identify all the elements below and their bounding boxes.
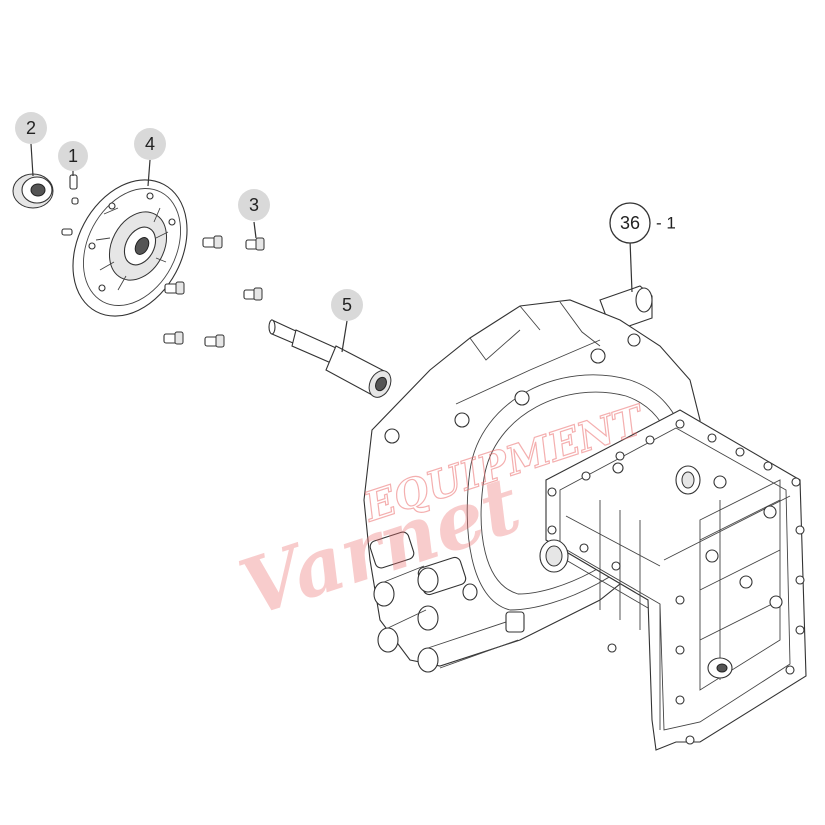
part-3-bolts (163, 235, 265, 348)
part-5-shaft (268, 319, 392, 398)
callout-1-label: 1 (68, 146, 78, 166)
callout-3-label: 3 (249, 195, 259, 215)
part-2-bearing (12, 173, 54, 209)
leader-lines (30, 143, 633, 353)
callout-4-label: 4 (145, 134, 155, 154)
callout-36-suffix: - 1 (656, 214, 676, 233)
part-1-pins (61, 174, 79, 236)
callout-3: 3 (238, 189, 270, 221)
callout-5: 5 (331, 289, 363, 321)
callout-36-label: 36 (620, 213, 640, 233)
callout-1: 1 (58, 141, 88, 171)
callout-5-label: 5 (342, 295, 352, 315)
part-4-damper-disc (72, 179, 188, 317)
callout-36: 36 - 1 (609, 202, 676, 244)
part-36-housing (363, 285, 807, 751)
callout-4: 4 (134, 128, 166, 160)
callout-2: 2 (15, 112, 47, 144)
callout-2-label: 2 (26, 118, 36, 138)
